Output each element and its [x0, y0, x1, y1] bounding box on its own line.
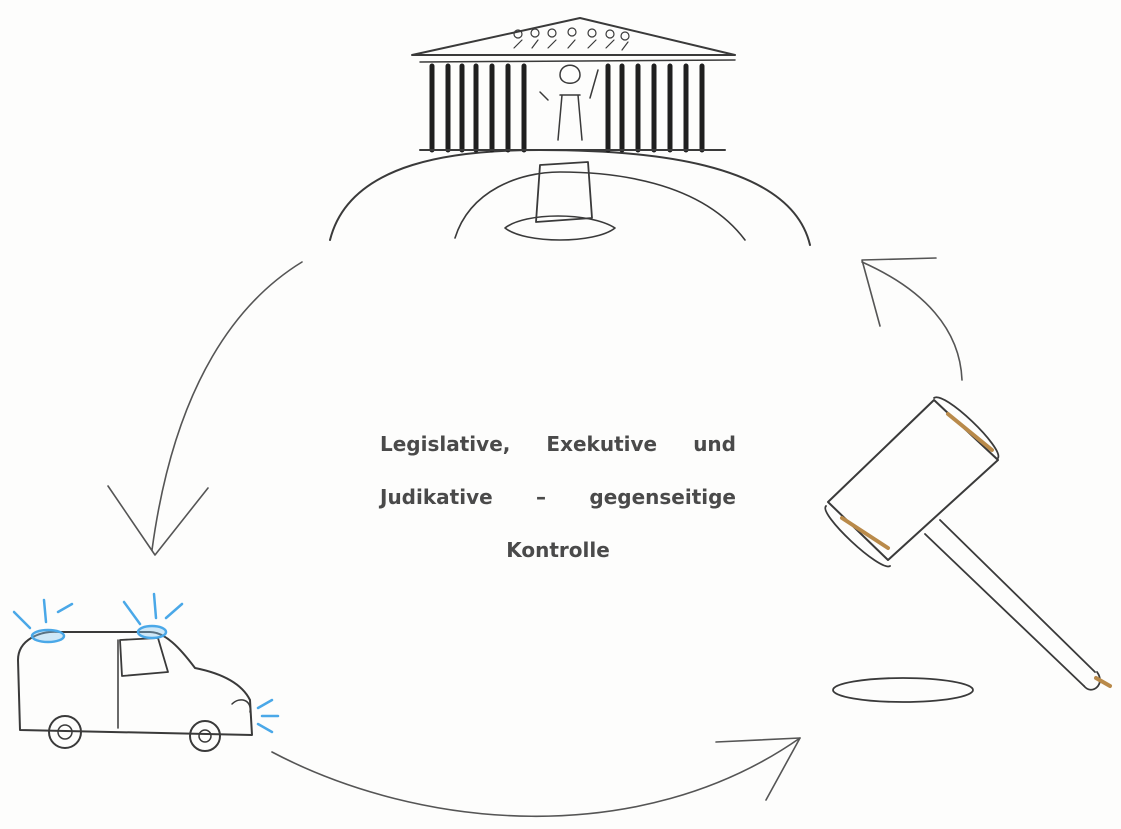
caption-line-1: Legislative, Exekutive und [380, 432, 736, 456]
diagram-caption: Legislative, Exekutive und Judikative – … [380, 418, 736, 577]
arrow-executive-to-judiciary [271, 737, 801, 818]
police-car-icon [12, 592, 280, 752]
caption-line-3: Kontrolle [506, 538, 610, 562]
arrow-legislative-to-executive [107, 261, 303, 556]
arrow-judiciary-to-legislative [861, 257, 963, 381]
caption-line-2: Judikative – gegenseitige [380, 485, 736, 509]
judge-gavel-icon [824, 396, 1112, 703]
parliament-building-icon [329, 17, 811, 246]
